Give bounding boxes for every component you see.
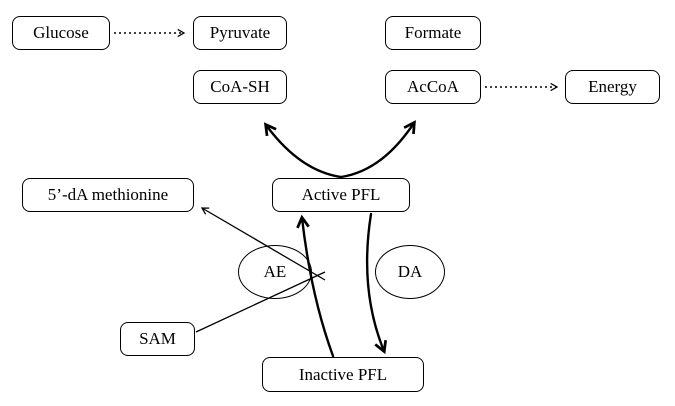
node-active-pfl-label: Active PFL xyxy=(301,185,381,204)
node-energy-label: Energy xyxy=(588,77,637,96)
node-sam-label: SAM xyxy=(139,329,176,348)
node-accoa-label: AcCoA xyxy=(407,77,459,96)
node-inactive-pfl: Inactive PFL xyxy=(262,357,424,392)
node-da-label: DA xyxy=(397,262,423,281)
node-da-ellipse: DA xyxy=(375,245,445,299)
node-glucose-label: Glucose xyxy=(33,23,89,42)
node-formate-label: Formate xyxy=(404,23,462,42)
node-pyruvate-label: Pyruvate xyxy=(209,23,271,42)
edge-inactivepfl-to-activepfl xyxy=(296,214,335,358)
node-formate: Formate xyxy=(385,16,481,50)
node-glucose: Glucose xyxy=(12,16,110,50)
edge-activepfl-to-substrates xyxy=(263,122,343,179)
node-coa-sh: CoA-SH xyxy=(193,70,287,104)
node-ae-ellipse: AE xyxy=(238,245,312,299)
node-active-pfl: Active PFL xyxy=(272,178,410,212)
node-5da-methionine-label: 5’-dA methionine xyxy=(47,185,169,204)
node-5da-methionine: 5’-dA methionine xyxy=(22,178,194,212)
node-sam: SAM xyxy=(120,322,195,356)
node-coa-sh-label: CoA-SH xyxy=(210,77,270,96)
edge-activepfl-to-products xyxy=(339,120,416,179)
node-pyruvate: Pyruvate xyxy=(193,16,287,50)
node-inactive-pfl-label: Inactive PFL xyxy=(298,364,388,384)
node-ae-label: AE xyxy=(263,262,287,281)
node-energy: Energy xyxy=(565,70,660,104)
node-accoa: AcCoA xyxy=(385,70,481,104)
